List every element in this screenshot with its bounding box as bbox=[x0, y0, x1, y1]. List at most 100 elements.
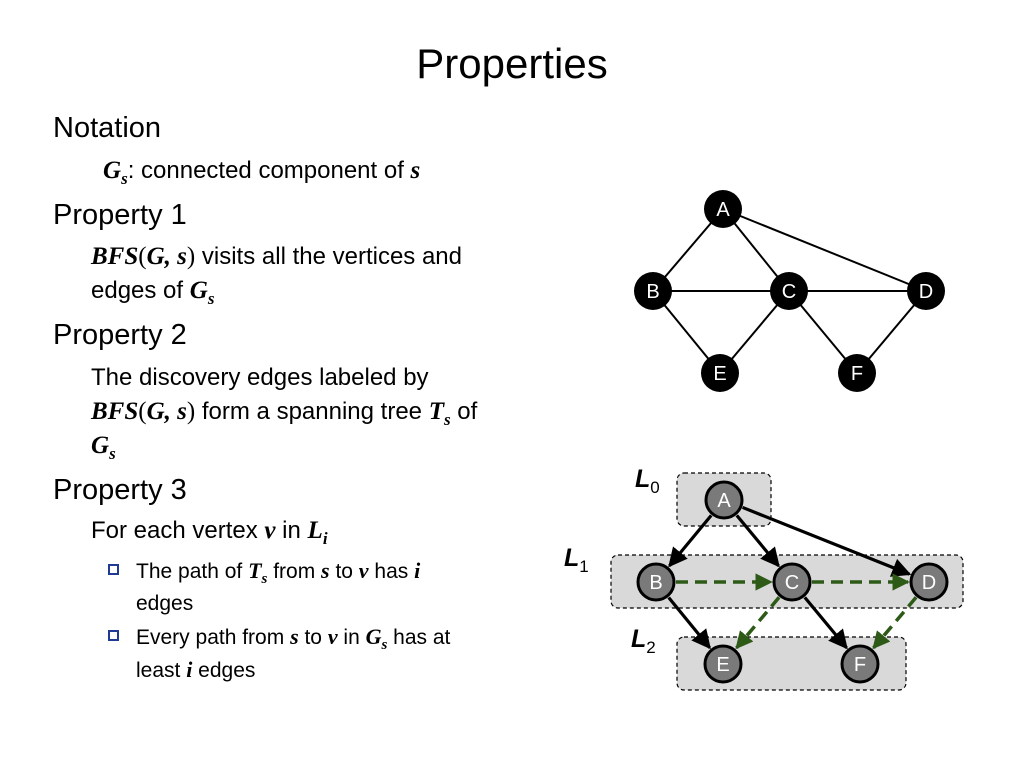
property2-heading: Property 2 bbox=[53, 319, 187, 351]
tree-symbol-sub: s bbox=[443, 410, 451, 429]
bullet-t1: Every path from bbox=[136, 626, 291, 649]
property2-line1: The discovery edges labeled by bbox=[91, 364, 429, 391]
property1-heading: Property 1 bbox=[53, 199, 187, 231]
level-label-2: L2 bbox=[631, 625, 656, 657]
discovery-edge-B-E bbox=[667, 596, 711, 650]
bfs-vertex-B bbox=[636, 562, 676, 602]
discovery-edge-A-B bbox=[668, 514, 713, 568]
bullet-i: i bbox=[186, 657, 193, 682]
vertex-label-D: D bbox=[919, 281, 933, 303]
vertex-label-E: E bbox=[713, 363, 726, 385]
bfs-vertex-E bbox=[703, 644, 743, 684]
discovery-edge-C-F bbox=[803, 596, 848, 650]
notation-var: s bbox=[410, 157, 421, 184]
var-v: v bbox=[264, 517, 276, 544]
property2-symbol-sub: s bbox=[109, 444, 116, 463]
bullet-tree: T bbox=[248, 558, 262, 583]
checkbox-bullet-icon bbox=[108, 564, 119, 575]
property1-symbol-sub: s bbox=[207, 289, 215, 308]
bfs-vertex-label-E: E bbox=[716, 654, 729, 676]
property3-text1: For each vertex bbox=[91, 517, 265, 544]
bullet-tree-sub: s bbox=[261, 571, 268, 587]
property2-symbol: G bbox=[91, 432, 110, 459]
notation-definition: Gs: connected component of s bbox=[103, 154, 420, 190]
property2-of: of bbox=[450, 398, 478, 425]
bfs-vertex-F bbox=[840, 644, 880, 684]
notation-symbol: G bbox=[103, 157, 122, 184]
bfs-vertex-D bbox=[909, 562, 949, 602]
bullet-g-sub: s bbox=[381, 637, 388, 653]
bullet-t4: has at bbox=[387, 626, 451, 649]
level-label-sub-1: 1 bbox=[579, 557, 588, 576]
vertex-label-A: A bbox=[716, 199, 730, 221]
bfs-args: G, s bbox=[146, 243, 187, 270]
edge-A-D bbox=[722, 208, 927, 292]
vertex-E bbox=[701, 354, 739, 392]
vertex-label-B: B bbox=[646, 281, 659, 303]
vertex-label-C: C bbox=[782, 281, 796, 303]
level-label-0: L0 bbox=[635, 465, 660, 497]
bfs-vertex-label-B: B bbox=[649, 572, 662, 594]
notation-text: : connected component of bbox=[127, 157, 411, 184]
bfs-vertex-label-A: A bbox=[717, 490, 731, 512]
undirected-graph: A B C D E F bbox=[634, 190, 945, 392]
slide-title: Properties bbox=[416, 40, 608, 87]
level-label-1: L1 bbox=[564, 544, 589, 576]
bfs-vertex-A bbox=[704, 480, 744, 520]
discovery-edge-A-D bbox=[741, 505, 912, 577]
bullet-t6: edges bbox=[192, 659, 256, 682]
notation-heading: Notation bbox=[53, 112, 162, 144]
property3-in: in bbox=[275, 517, 308, 544]
property2-line3: Gs bbox=[91, 429, 116, 465]
property1-line1: BFS(G, s) visits all the vertices and bbox=[91, 240, 462, 274]
discovery-edge-A-C bbox=[735, 514, 780, 568]
bfs-vertex-label-D: D bbox=[922, 572, 936, 594]
property2-line2: BFS(G, s) form a spanning tree Ts of bbox=[91, 395, 477, 431]
level-symbol-sub: i bbox=[322, 529, 328, 548]
bfs-func: BFS bbox=[91, 243, 139, 270]
property1-line2: edges of Gs bbox=[91, 274, 214, 310]
property1-symbol: G bbox=[189, 277, 208, 304]
vertex-A bbox=[704, 190, 742, 228]
bullet-t5: least bbox=[136, 659, 187, 682]
bullet-v: v bbox=[358, 558, 369, 583]
property3-heading: Property 3 bbox=[53, 474, 187, 506]
bullet-g: G bbox=[365, 624, 382, 649]
bfs-func: BFS bbox=[91, 398, 139, 425]
bullet-t5: edges bbox=[136, 592, 194, 615]
notation-symbol-sub: s bbox=[121, 169, 128, 188]
vertex-F bbox=[838, 354, 876, 392]
paren-open: ( bbox=[138, 398, 147, 425]
tree-symbol: T bbox=[428, 398, 444, 425]
bullet-s: s bbox=[321, 558, 330, 583]
bullet-text: Every path from s to v in Gs has at least… bbox=[136, 622, 556, 686]
bullet-t3: in bbox=[337, 626, 366, 649]
property3-line1: For each vertex v in Li bbox=[91, 514, 328, 550]
vertex-label-F: F bbox=[851, 363, 863, 385]
bfs-vertex-label-C: C bbox=[785, 572, 799, 594]
property2-text2: form a spanning tree bbox=[195, 398, 429, 425]
property1-text1: visits all the vertices and bbox=[195, 243, 462, 270]
vertex-C bbox=[770, 272, 808, 310]
level-symbol: L bbox=[307, 517, 323, 544]
cross-edge-C-E bbox=[735, 596, 781, 650]
bfs-vertex-C bbox=[772, 562, 812, 602]
bfs-vertex-label-F: F bbox=[854, 654, 866, 676]
property1-text2: edges of bbox=[91, 277, 190, 304]
paren-open: ( bbox=[138, 243, 147, 270]
level-label-sub-2: 2 bbox=[646, 638, 655, 657]
bullet-t2: from bbox=[267, 560, 322, 583]
vertex-B bbox=[634, 272, 672, 310]
bullet-t2: to bbox=[298, 626, 328, 649]
bfs-args: G, s bbox=[146, 398, 187, 425]
bullet-t3: to bbox=[329, 560, 359, 583]
bullet-s: s bbox=[290, 624, 299, 649]
paren-close: ) bbox=[186, 243, 196, 270]
bullet-t4: has bbox=[368, 560, 415, 583]
vertex-D bbox=[907, 272, 945, 310]
cross-edge-D-F bbox=[872, 596, 918, 650]
bullet-v: v bbox=[327, 624, 338, 649]
